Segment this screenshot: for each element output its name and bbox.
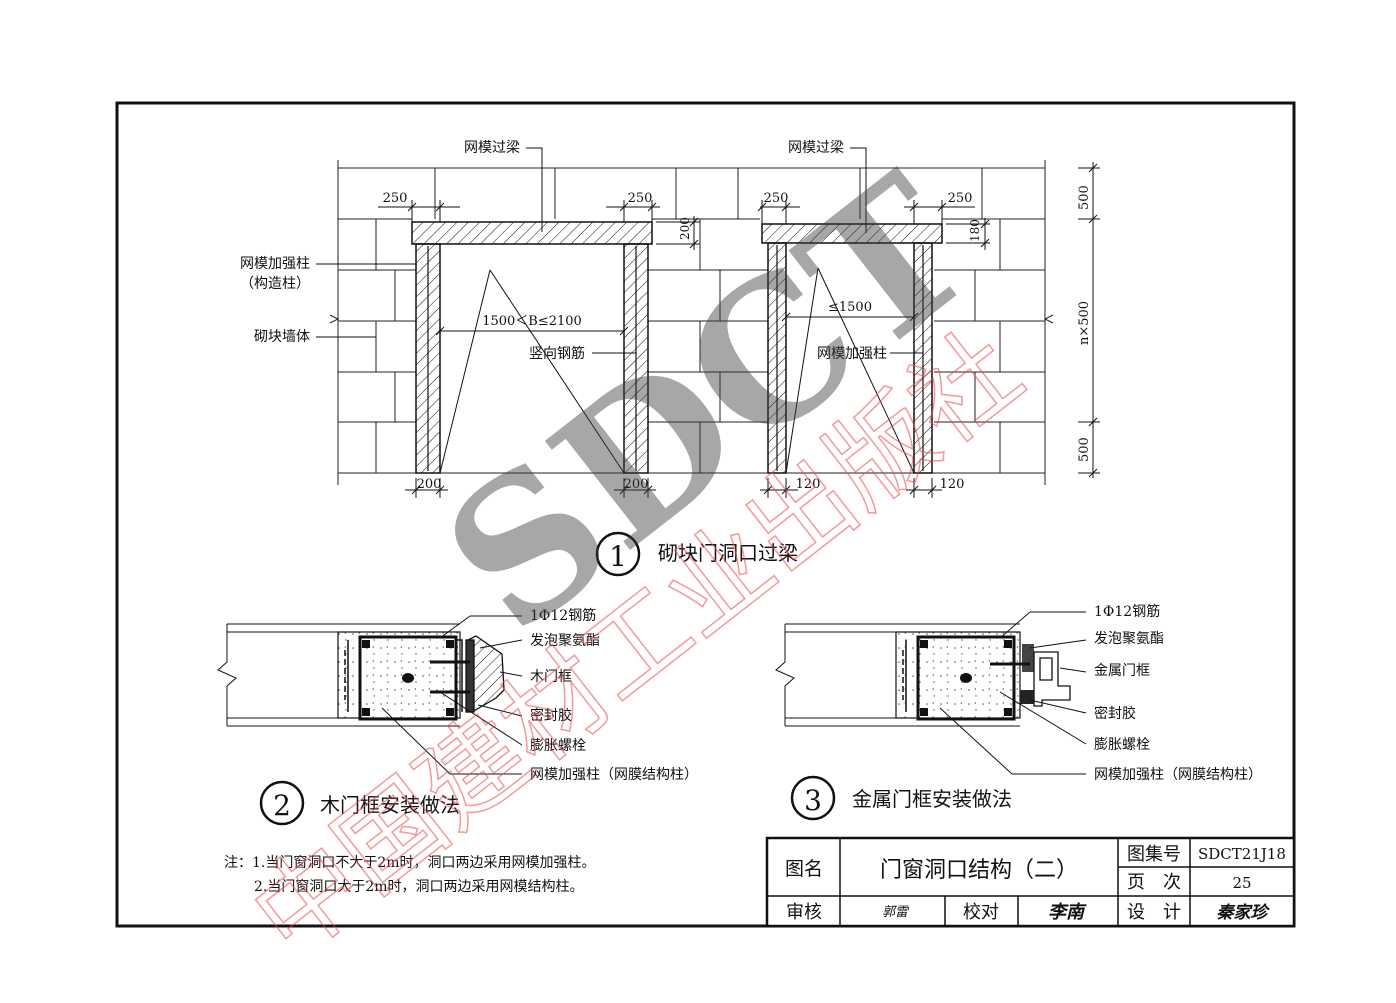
- block-wall: [329, 160, 1054, 485]
- metal-sealant: [1020, 690, 1034, 704]
- opening-diagonals: [439, 267, 915, 474]
- dim-nx500: n×500: [1077, 301, 1092, 345]
- metal-label-rebar: 1Φ12钢筋: [1094, 603, 1160, 620]
- wood-column-body: [337, 631, 461, 719]
- leader-lines: [316, 147, 923, 354]
- label-block-wall: 砌块墙体: [254, 329, 310, 345]
- opening-width-small: ≤1500: [828, 300, 872, 315]
- lintel-height-dims: [656, 216, 990, 250]
- note-line-1: 注：1.当门窗洞口不大于2m时，洞口两边采用网模加强柱。: [224, 854, 596, 871]
- bottom-dimension-lines: [405, 478, 942, 498]
- tb-design-label: 设 计: [1127, 902, 1181, 923]
- wood-column-stirrup: [358, 635, 458, 721]
- tb-design-signature: 秦家珍: [1217, 903, 1271, 923]
- sheet-frame: [115, 101, 1296, 928]
- label-beam-left: 网模过梁: [464, 140, 520, 156]
- caption-2-circle: [259, 780, 305, 826]
- dim-500-bottom: 500: [1077, 437, 1092, 462]
- tb-page-label: 页 次: [1127, 872, 1181, 893]
- dim-120-col-a: 120: [796, 477, 821, 492]
- metal-column-stirrup: [916, 635, 1016, 721]
- label-column-left-sub: （构造柱）: [240, 276, 310, 292]
- dim-200-lintel: 200: [678, 217, 692, 240]
- dim-200-col-b: 200: [624, 477, 649, 492]
- caption-1-number: 1: [609, 540, 627, 573]
- tb-atlas-no: SDCT21J18: [1198, 845, 1286, 863]
- label-column-right: 网模加强柱: [817, 346, 887, 362]
- note-line-2: 2.当门窗洞口大于2m时，洞口两边采用网模结构柱。: [254, 878, 584, 895]
- opening-width-large: 1500＜B≤2100: [482, 314, 582, 329]
- metal-leader-lines: [939, 611, 1087, 775]
- metal-label-column: 网模加强柱（网膜结构柱）: [1094, 767, 1262, 783]
- tb-name-label: 图名: [785, 858, 823, 880]
- dim-250-a: 250: [383, 191, 408, 206]
- tb-check-signature: 李南: [1048, 902, 1087, 923]
- dim-250-b: 250: [628, 191, 653, 206]
- wood-frame-detail: 1Φ12钢筋 发泡聚氨酯 木门框 密封胶 膨胀螺栓 网模加强柱（网膜结构柱） 2…: [217, 607, 698, 826]
- tb-check-label: 校对: [963, 902, 999, 923]
- metal-label-foam: 发泡聚氨酯: [1094, 631, 1164, 647]
- dim-500-top: 500: [1077, 185, 1092, 210]
- lintel-beam-right: [761, 223, 943, 244]
- wood-label-bolt: 膨胀螺栓: [530, 737, 586, 754]
- metal-foam-fill: [1022, 644, 1034, 672]
- label-beam-right: 网模过梁: [788, 140, 844, 156]
- caption-2-number: 2: [273, 789, 291, 822]
- metal-label-frame: 金属门框: [1094, 663, 1150, 679]
- dim-120-col-b: 120: [940, 477, 965, 492]
- wood-label-frame: 木门框: [530, 669, 572, 685]
- dim-250-c: 250: [764, 191, 789, 206]
- wood-label-foam: 发泡聚氨酯: [530, 633, 600, 649]
- wood-label-sealant: 密封胶: [530, 707, 572, 724]
- tb-review-label: 审核: [786, 902, 822, 923]
- metal-label-sealant: 密封胶: [1094, 705, 1136, 722]
- elevation-diagram: 1500＜B≤2100 ≤1500 250 250 250 250: [240, 140, 1100, 577]
- dim-250-d: 250: [948, 191, 973, 206]
- dim-180-lintel: 180: [968, 219, 982, 242]
- title-block: 图名 门窗洞口结构（二） 图集号 SDCT21J18 页 次 25 审核 郭雷 …: [765, 836, 1296, 928]
- caption-1-title: 砌块门洞口过梁: [658, 541, 798, 565]
- tb-review-signature: 郭雷: [882, 905, 910, 920]
- wood-leader-lines: [381, 615, 523, 775]
- caption-3-title: 金属门框安装做法: [852, 787, 1012, 811]
- wood-label-rebar: 1Φ12钢筋: [530, 607, 596, 624]
- caption-3-number: 3: [804, 784, 822, 817]
- opening-dimension-lines: [435, 312, 919, 336]
- caption-1-circle: [595, 531, 641, 577]
- tb-drawing-title: 门窗洞口结构（二）: [880, 858, 1078, 883]
- metal-rebar: [960, 673, 972, 683]
- label-vertical-rebar: 竖向钢筋: [529, 345, 585, 362]
- tb-atlas-label: 图集号: [1127, 844, 1181, 865]
- tb-page-no: 25: [1232, 874, 1251, 892]
- vertical-rebars: [427, 245, 924, 471]
- dim-200-col-a: 200: [417, 477, 442, 492]
- wood-label-column: 网模加强柱（网膜结构柱）: [530, 767, 698, 783]
- metal-column-body: [895, 631, 1021, 719]
- lintel-beam-left: [411, 221, 653, 245]
- metal-frame-detail: 1Φ12钢筋 发泡聚氨酯 金属门框 密封胶 膨胀螺栓 网模加强柱（网膜结构柱） …: [775, 603, 1262, 821]
- caption-3-circle: [790, 775, 836, 821]
- caption-2-title: 木门框安装做法: [320, 793, 460, 817]
- metal-label-bolt: 膨胀螺栓: [1094, 736, 1150, 753]
- top-dimension-lines: [378, 200, 975, 224]
- wood-rebar: [402, 673, 414, 683]
- metal-door-frame: [1033, 651, 1071, 707]
- label-column-left: 网模加强柱: [240, 256, 310, 272]
- right-vertical-dims: [1078, 162, 1100, 478]
- wood-door-frame: [465, 635, 505, 713]
